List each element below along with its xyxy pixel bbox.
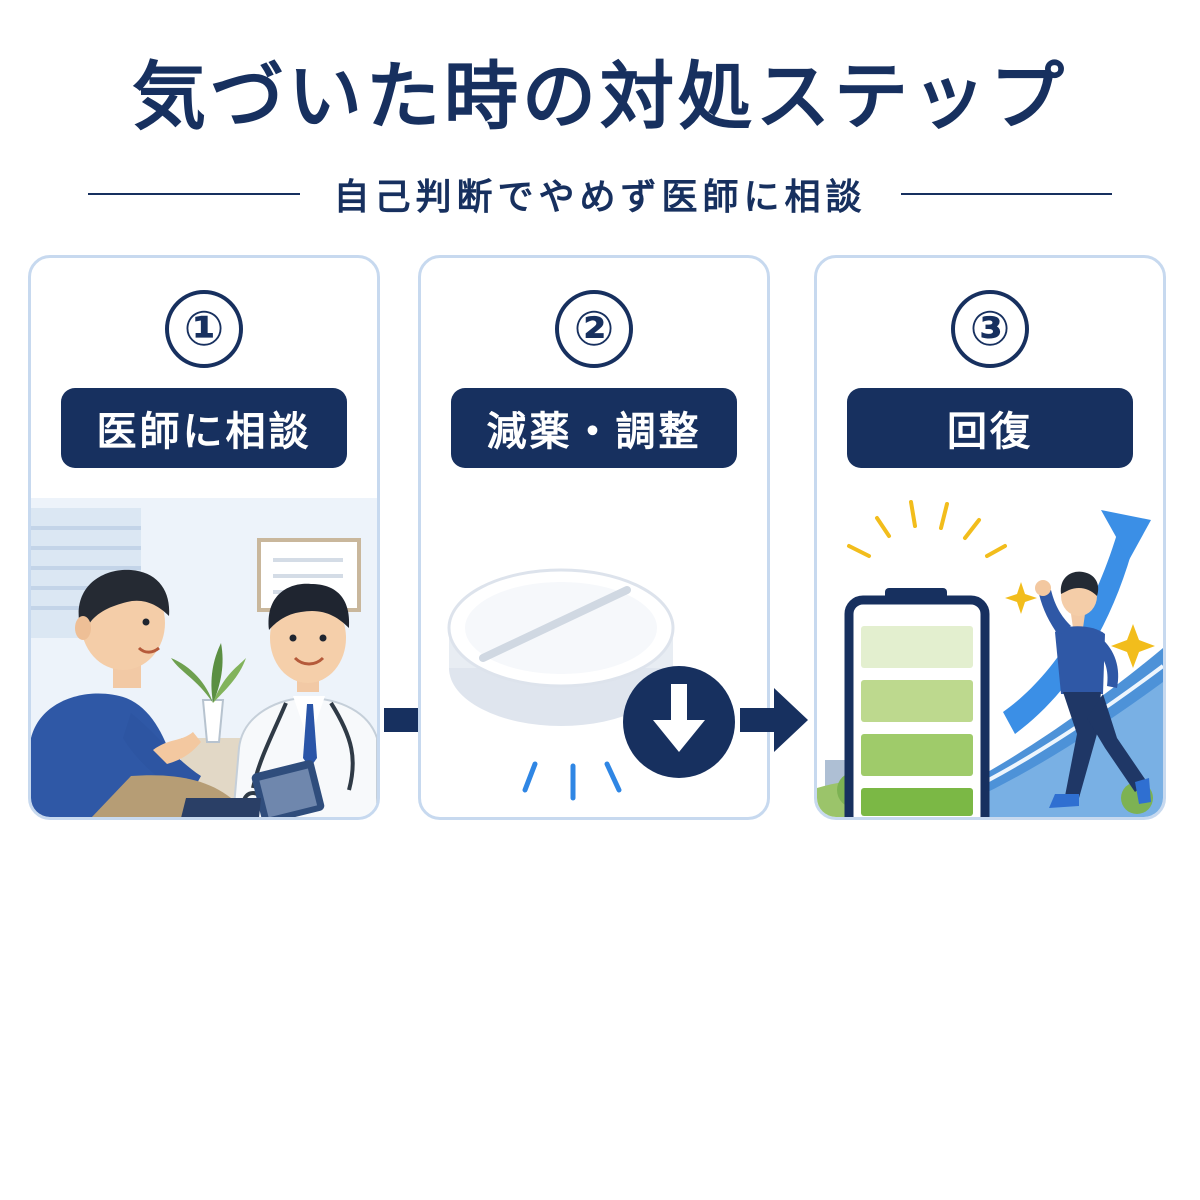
subtitle-rule-right (900, 193, 1113, 195)
step-number-3: ③ (817, 290, 1163, 376)
page-title: 気づいた時の対処ステップ (132, 54, 1068, 140)
arrow-right-icon (740, 688, 808, 752)
step-label-2: 減薬・調整 (451, 388, 737, 468)
subtitle-row: 自己判断でやめず医師に相談 (88, 168, 1113, 220)
step-number-2-circle: ② (555, 290, 633, 368)
step-number-1-circle: ① (165, 290, 243, 368)
step-number-3-circle: ③ (951, 290, 1029, 368)
step-label-3: 回復 (847, 388, 1133, 468)
walking-man-icon (1035, 571, 1151, 808)
doctor-consultation-illustration (31, 498, 377, 817)
arrow-down-icon (623, 666, 735, 778)
step-label-1: 医師に相談 (61, 388, 347, 468)
step-card-1: ① 医師に相談 (28, 255, 380, 820)
step-number-2: ② (421, 290, 767, 376)
pill-reduce-illustration (447, 568, 735, 801)
step-card-3: ③ 回復 (814, 255, 1166, 820)
sparkle-icon (847, 500, 1007, 558)
subtitle-rule-left (88, 193, 300, 195)
rising-arrow-icon (1003, 534, 1135, 734)
subtitle: 自己判断でやめず医師に相談 (333, 177, 867, 218)
recovery-battery-illustration (817, 500, 1163, 817)
step-card-2: ② 減薬・調整 (418, 255, 770, 820)
tablet-icon (447, 568, 675, 726)
motion-lines-icon (522, 761, 622, 801)
step-number-1: ① (31, 290, 377, 376)
battery-icon (844, 588, 990, 817)
